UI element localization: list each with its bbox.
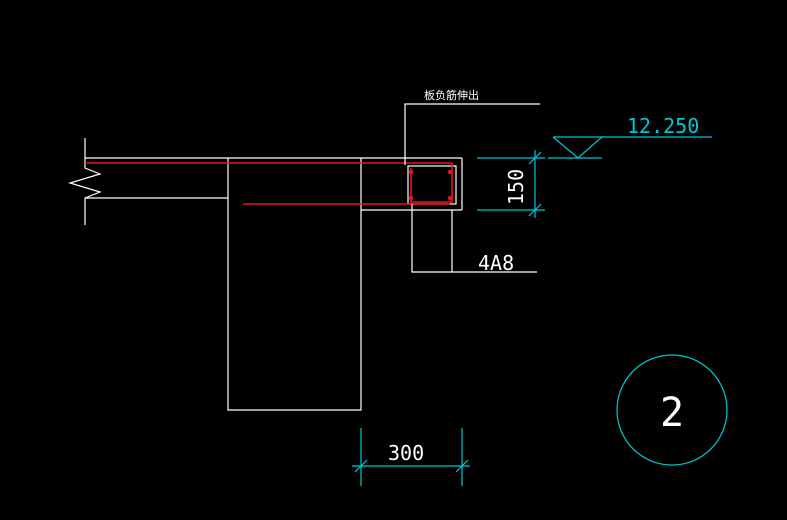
rebar-leader-line: [411, 204, 537, 273]
note-leader-line: [404, 103, 540, 165]
note-label: 板负筋伸出: [424, 88, 479, 102]
section-number: 2: [660, 390, 684, 436]
rebar-dot-1: [408, 169, 414, 175]
rebar-dot-4: [447, 195, 453, 201]
beam-outline: [227, 158, 362, 411]
dimension-vertical-label: 150: [504, 169, 528, 205]
dimension-horizontal-label: 300: [388, 441, 424, 465]
dim-tick-top: [528, 151, 542, 165]
rebar-label: 4A8: [478, 251, 514, 275]
section-marker-circle: [616, 354, 728, 466]
rebar-hook: [410, 163, 453, 203]
elevation-value: 12.250: [627, 114, 699, 138]
dim-tick-bottom: [528, 203, 542, 217]
elevation-triangle: [552, 136, 604, 159]
rebar-dot-2: [447, 169, 453, 175]
dim-tick-right: [455, 459, 469, 473]
dim-tick-left: [354, 459, 368, 473]
break-line-symbol: [67, 138, 102, 225]
rebar-dot-3: [408, 195, 414, 201]
